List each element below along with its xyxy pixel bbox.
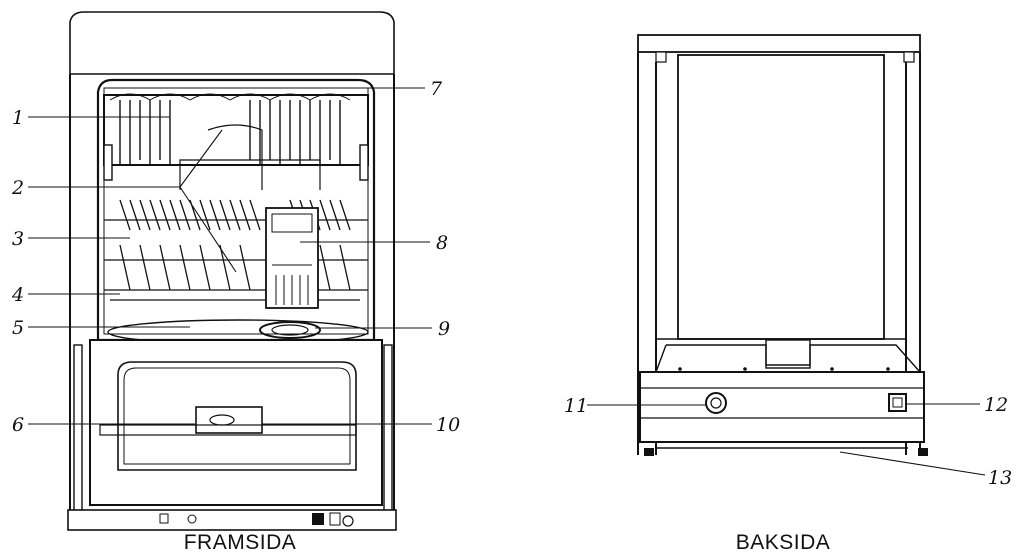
front-door bbox=[73, 339, 393, 516]
back-base bbox=[639, 371, 925, 443]
callout-4: 4 bbox=[11, 284, 24, 306]
back-view-caption: BAKSIDA bbox=[735, 531, 831, 554]
front-view-caption: FRAMSIDA bbox=[183, 531, 297, 554]
callout-1: 1 bbox=[12, 107, 24, 129]
back-view bbox=[637, 34, 928, 456]
callout-13: 13 bbox=[988, 467, 1012, 489]
callout-3: 3 bbox=[12, 228, 24, 250]
back-top-rail bbox=[637, 34, 921, 53]
callout-5: 5 bbox=[12, 317, 24, 339]
control-panel bbox=[67, 509, 397, 531]
cutlery-basket bbox=[265, 207, 319, 309]
callout-10: 10 bbox=[436, 414, 460, 436]
callout-12: 12 bbox=[984, 394, 1008, 416]
front-tub bbox=[96, 78, 376, 342]
callout-2: 2 bbox=[11, 177, 24, 199]
front-view bbox=[67, 11, 397, 531]
callout-leaders bbox=[28, 87, 986, 476]
upper-rack bbox=[103, 93, 369, 181]
callout-7: 7 bbox=[430, 78, 443, 100]
front-top-panel bbox=[69, 11, 395, 75]
callout-11: 11 bbox=[564, 395, 588, 417]
callout-numbers: 1 2 3 4 5 6 7 8 9 10 11 12 13 bbox=[11, 78, 1012, 489]
callout-8: 8 bbox=[436, 232, 448, 254]
lower-rack bbox=[104, 199, 368, 301]
callout-6: 6 bbox=[12, 414, 24, 436]
callout-9: 9 bbox=[438, 318, 450, 340]
back-panel bbox=[677, 54, 885, 340]
